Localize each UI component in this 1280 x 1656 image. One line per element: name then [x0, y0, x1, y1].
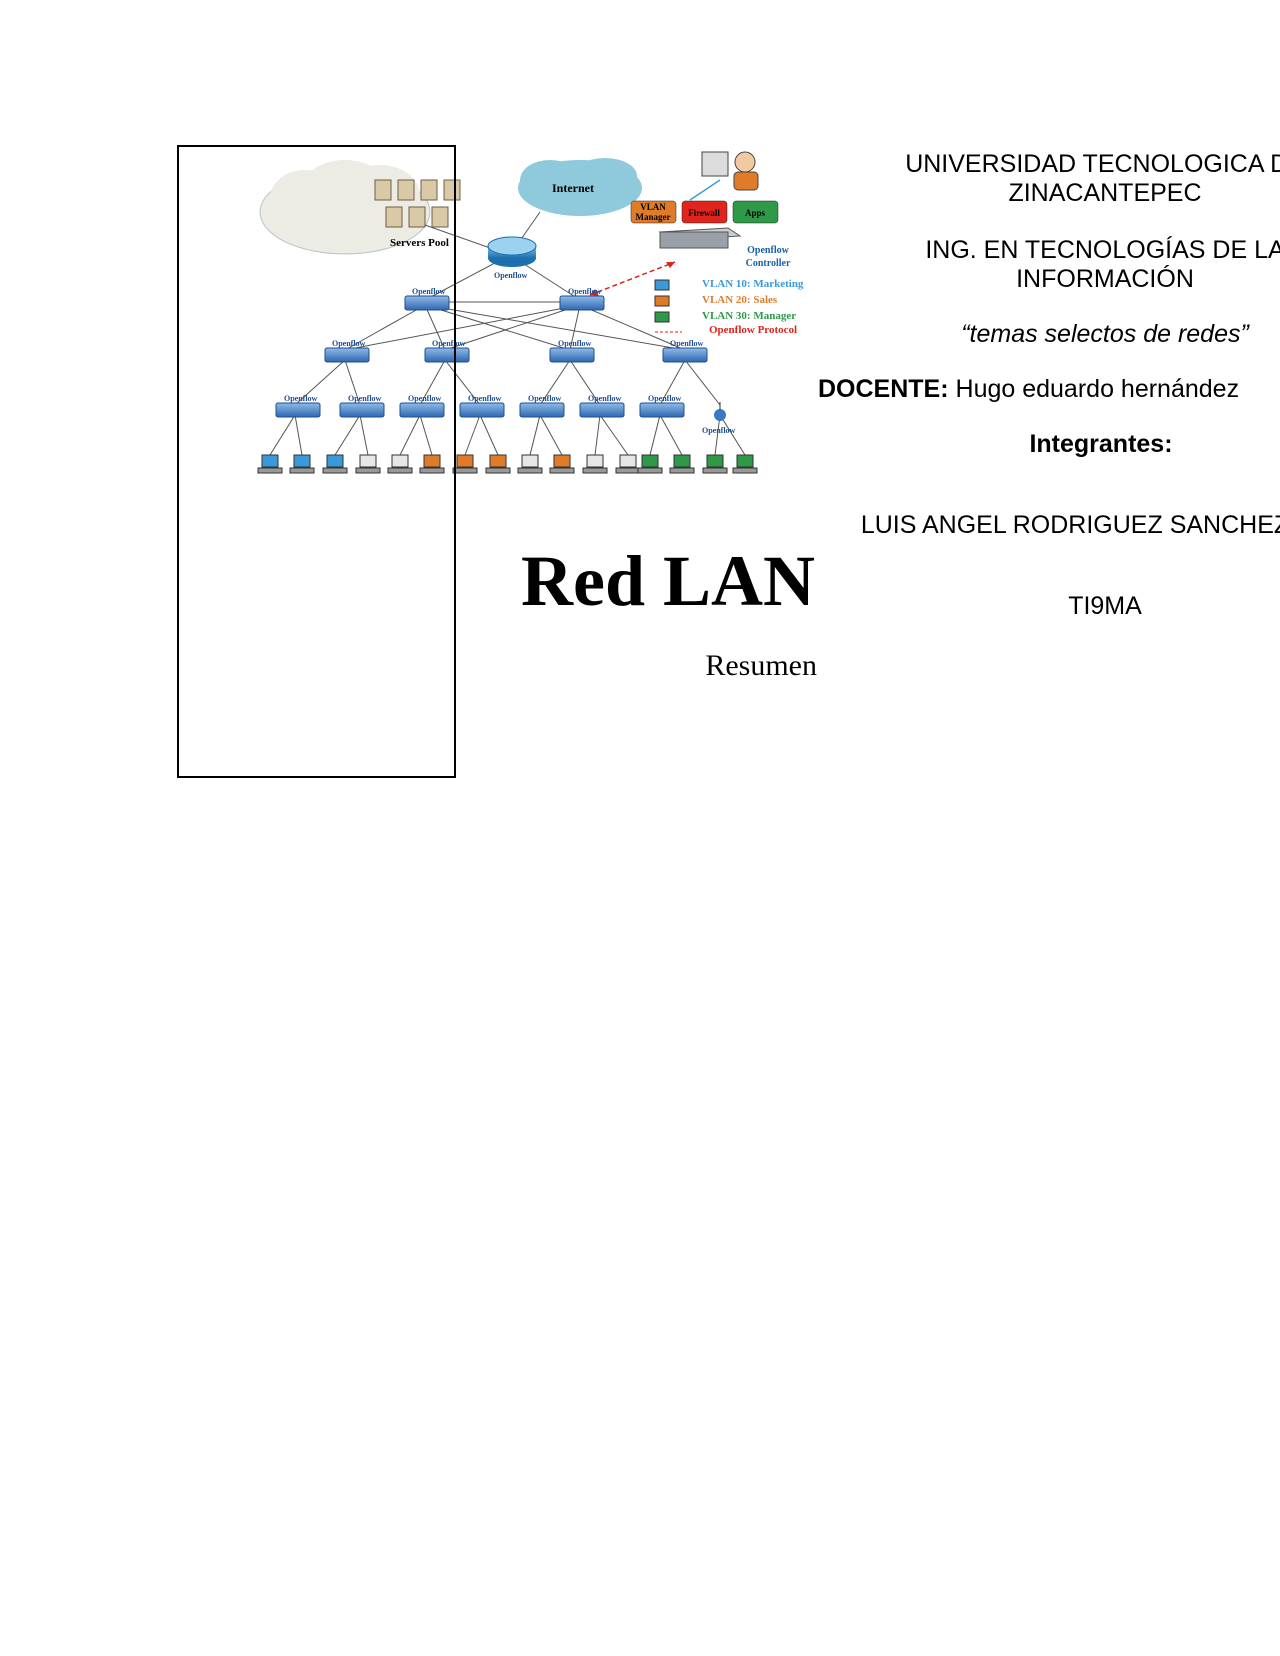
admin-user-icon [701, 151, 759, 191]
openflow-label: Openflow [702, 426, 736, 435]
legend-vlan20: VLAN 20: Sales [702, 294, 778, 306]
legend-vlan30: VLAN 30: Manager [702, 310, 796, 322]
university-name: UNIVERSIDAD TECNOLOGICA DE ZINACANTEPEC [840, 150, 1280, 208]
servers-pool-cloud [259, 160, 461, 255]
openflow-label: Openflow [468, 394, 502, 403]
teacher-label: DOCENTE: [818, 375, 949, 403]
university-line-1: UNIVERSIDAD TECNOLOGICA DE [905, 150, 1280, 178]
frame-rectangle [177, 145, 456, 778]
vlan-manager-label: VLAN [640, 202, 666, 212]
network-diagram: Openflow Openflow Openflow Openflow Open… [257, 151, 804, 474]
apps-label: Apps [745, 208, 766, 218]
openflow-label: Openflow [558, 339, 592, 348]
openflow-label: Openflow [648, 394, 682, 403]
teacher-line: DOCENTE: Hugo eduardo hernández [818, 375, 1280, 404]
university-line-2: ZINACANTEPEC [1008, 179, 1202, 207]
career-line-2: INFORMACIÓN [1016, 265, 1194, 293]
openflow-label: Openflow [588, 394, 622, 403]
openflow-label: Openflow [528, 394, 562, 403]
career-name: ING. EN TECNOLOGÍAS DE LA INFORMACIÓN [840, 236, 1280, 294]
router-icon [487, 236, 537, 267]
legend-protocol: Openflow Protocol [709, 324, 797, 336]
openflow-label: Openflow [412, 287, 446, 296]
teacher-name: Hugo eduardo hernández [948, 375, 1240, 403]
pc-icons [257, 454, 758, 474]
network-links [269, 211, 746, 456]
openflow-label: Openflow [332, 339, 366, 348]
cover-info: UNIVERSIDAD TECNOLOGICA DE ZINACANTEPEC … [818, 150, 1280, 621]
openflow-label: Openflow [494, 271, 528, 280]
legend-vlan10: VLAN 10: Marketing [702, 278, 804, 290]
controller-server-icon [658, 227, 742, 249]
vlan-manager-label: Manager [636, 212, 671, 222]
document-title: Red LAN [520, 541, 815, 621]
wireless-ap-icon [714, 402, 726, 421]
document-subtitle: Resumen [705, 649, 817, 682]
openflow-protocol-link [589, 261, 676, 296]
server-icons [374, 179, 461, 228]
firewall-label: Firewall [688, 208, 720, 218]
openflow-label: Openflow [568, 287, 602, 296]
career-line-1: ING. EN TECNOLOGÍAS DE LA [925, 236, 1280, 264]
servers-pool-label: Servers Pool [390, 237, 449, 249]
internet-cloud [518, 158, 642, 216]
openflow-label: Openflow [670, 339, 704, 348]
members-label: Integrantes: [1029, 430, 1173, 458]
controller-label: Controller [746, 258, 791, 269]
subject-name: “temas selectos de redes” [961, 320, 1249, 348]
switch-icons [275, 295, 708, 418]
controller-label: Openflow [747, 245, 789, 256]
internet-label: Internet [552, 181, 594, 195]
group-code: TI9MA [1068, 592, 1142, 620]
controller-modules [630, 200, 779, 224]
openflow-label: Openflow [348, 394, 382, 403]
openflow-label: Openflow [284, 394, 318, 403]
legend: VLAN 10: Marketing VLAN 20: Sales VLAN 3… [654, 278, 804, 336]
member-name: LUIS ANGEL RODRIGUEZ SANCHEZ [860, 511, 1280, 539]
openflow-label: Openflow [408, 394, 442, 403]
openflow-label: Openflow [432, 339, 466, 348]
